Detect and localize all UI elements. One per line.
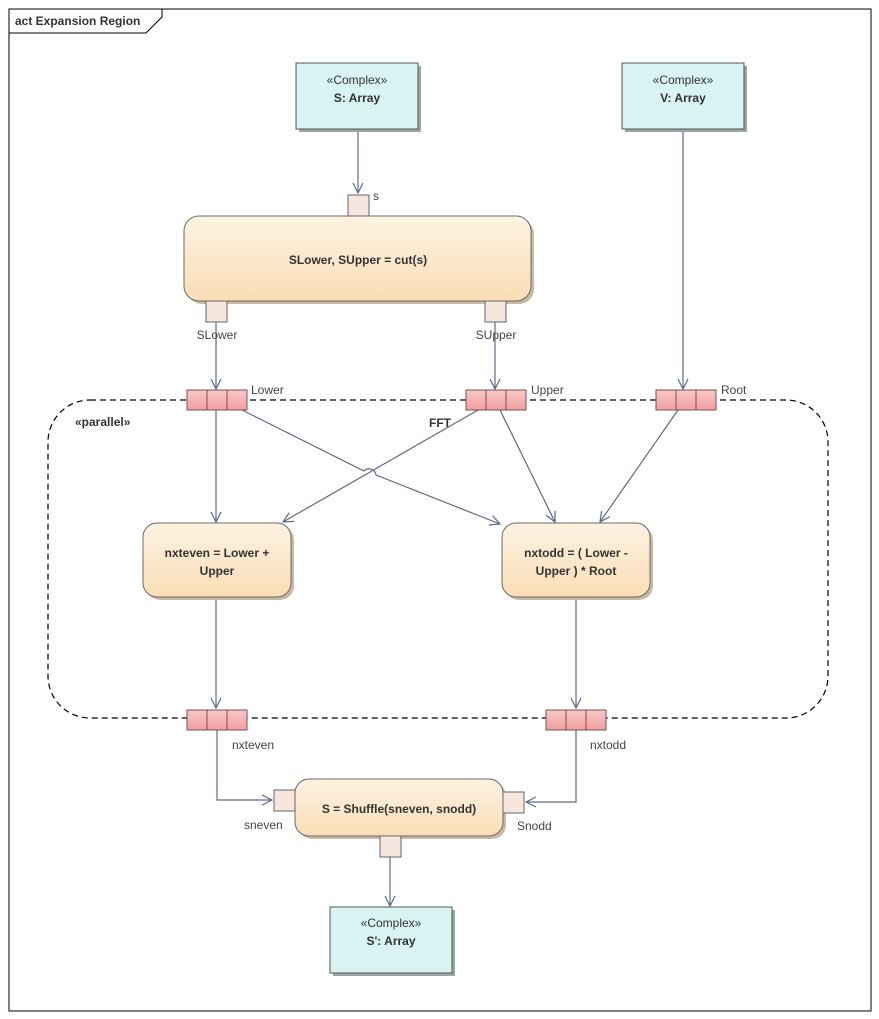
pin-label: s bbox=[373, 189, 379, 203]
action-cut[interactable]: SLower, SUpper = cut(s) bbox=[183, 215, 534, 304]
expansion-node-label: nxtodd bbox=[590, 738, 626, 752]
pin-shuffle-out[interactable] bbox=[379, 835, 402, 858]
expansion-node-label: Upper bbox=[531, 383, 564, 397]
expansion-node-upper[interactable]: Upper bbox=[465, 383, 564, 411]
action-label: SLower, SUpper = cut(s) bbox=[289, 253, 427, 267]
expansion-node-nxtodd[interactable]: nxtodd bbox=[545, 709, 626, 752]
object-name: V: Array bbox=[660, 91, 706, 105]
frame-title: act Expansion Region bbox=[15, 14, 140, 28]
object-name: S: Array bbox=[334, 91, 381, 105]
pin-shuffle-in-even[interactable]: sneven bbox=[244, 789, 296, 832]
expansion-node-label: Lower bbox=[251, 383, 284, 397]
expansion-region: «parallel» FFT bbox=[47, 399, 829, 719]
expansion-node-nxteven[interactable]: nxteven bbox=[186, 709, 274, 752]
object-stereotype: «Complex» bbox=[653, 73, 714, 87]
action-shuffle[interactable]: S = Shuffle(sneven, snodd) bbox=[294, 778, 506, 839]
action-label: S = Shuffle(sneven, snodd) bbox=[322, 802, 476, 816]
region-stereotype: «parallel» bbox=[75, 415, 131, 429]
action-label-line1: nxteven = Lower + bbox=[165, 546, 270, 560]
expansion-node-lower[interactable]: Lower bbox=[186, 383, 284, 411]
flow-root-to-nxtodd bbox=[600, 409, 679, 522]
pin-shuffle-in-odd[interactable]: Snodd bbox=[502, 791, 552, 833]
flow-lower-to-nxtodd bbox=[241, 409, 500, 524]
pin-label: Snodd bbox=[517, 819, 552, 833]
action-nxtodd[interactable]: nxtodd = ( Lower - Upper ) * Root bbox=[501, 522, 653, 600]
flow-upper-to-nxtodd bbox=[499, 409, 555, 522]
flow-nxtodd-to-shuffle bbox=[526, 729, 577, 802]
diagram-frame: act Expansion Region bbox=[8, 8, 872, 1012]
action-label-line1: nxtodd = ( Lower - bbox=[524, 546, 628, 560]
object-name: S': Array bbox=[366, 934, 415, 948]
action-nxteven[interactable]: nxteven = Lower + Upper bbox=[142, 522, 294, 600]
pin-label: sneven bbox=[244, 818, 283, 832]
control-flows bbox=[216, 131, 683, 906]
region-name: FFT bbox=[429, 416, 452, 430]
object-stereotype: «Complex» bbox=[361, 916, 422, 930]
pin-cut-in[interactable]: s bbox=[347, 189, 379, 217]
flow-upper-to-nxteven bbox=[283, 409, 479, 522]
expansion-node-root[interactable]: Root bbox=[655, 383, 747, 411]
pin-label: SLower bbox=[197, 328, 238, 342]
pin-label: SUpper bbox=[476, 328, 517, 342]
object-v-array[interactable]: «Complex» V: Array bbox=[621, 62, 747, 132]
object-stereotype: «Complex» bbox=[327, 73, 388, 87]
expansion-node-label: Root bbox=[721, 383, 747, 397]
action-label-line2: Upper bbox=[200, 564, 235, 578]
action-label-line2: Upper ) * Root bbox=[536, 564, 617, 578]
object-s-array[interactable]: «Complex» S: Array bbox=[295, 62, 421, 132]
pin-cut-out-upper[interactable]: SUpper bbox=[476, 300, 517, 342]
expansion-node-label: nxteven bbox=[232, 738, 274, 752]
flow-nxteven-to-shuffle bbox=[216, 729, 272, 800]
object-s-prime-array[interactable]: «Complex» S': Array bbox=[329, 906, 455, 976]
pin-cut-out-lower[interactable]: SLower bbox=[197, 300, 238, 342]
